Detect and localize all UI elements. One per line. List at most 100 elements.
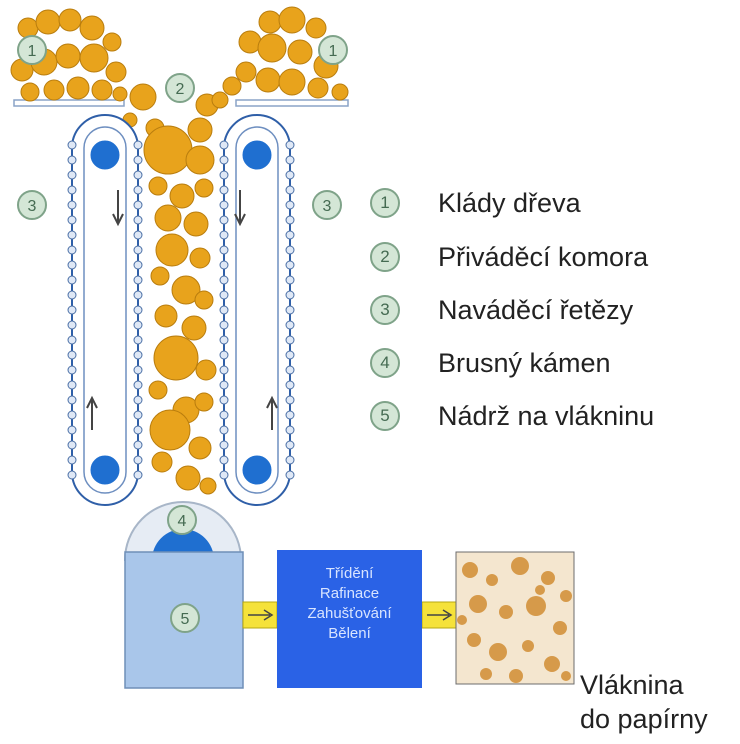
chain-link-icon [286, 336, 294, 344]
pulp-fiber-icon [499, 605, 513, 619]
chain-link-icon [134, 216, 142, 224]
chain-link-icon [220, 456, 228, 464]
log-icon [256, 68, 280, 92]
pulp-fiber-icon [467, 633, 481, 647]
log-icon [306, 18, 326, 38]
svg-text:3: 3 [323, 198, 332, 215]
transfer-arrow [243, 602, 277, 628]
chain-link-icon [286, 381, 294, 389]
output-arrow [422, 602, 456, 628]
chain-link-icon [286, 231, 294, 239]
chain-link-icon [286, 471, 294, 479]
legend-badge: 3 [370, 295, 400, 325]
log-icon [212, 92, 228, 108]
chain-link-icon [68, 336, 76, 344]
badge-3-right: 3 [313, 191, 341, 219]
log-icon [223, 77, 241, 95]
log-icon [188, 118, 212, 142]
pulp-fiber-icon [457, 615, 467, 625]
output-label: Vláknina do papírny [580, 668, 708, 736]
chain-link-icon [286, 366, 294, 374]
chain-link-icon [134, 441, 142, 449]
pulp-fiber-icon [535, 585, 545, 595]
chain-link-icon [134, 306, 142, 314]
badge-2: 2 [166, 74, 194, 102]
output-label-line: do papírny [580, 702, 708, 736]
log-icon [155, 305, 177, 327]
legend-item: 5 Nádrž na vlákninu [370, 396, 654, 436]
chain-link-icon [134, 426, 142, 434]
badge-4: 4 [168, 506, 196, 534]
processing-box: Třídění Rafinace Zahušťování Bělení [277, 550, 422, 688]
chain-link-icon [220, 216, 228, 224]
svg-text:1: 1 [329, 43, 338, 60]
log-icon [44, 80, 64, 100]
log-icon [170, 184, 194, 208]
left-bottom-roller [89, 454, 121, 486]
chain-link-icon [134, 351, 142, 359]
chain-link-icon [220, 186, 228, 194]
log-icon [151, 267, 169, 285]
left-guide-chain [68, 115, 142, 505]
chain-link-icon [134, 156, 142, 164]
pulp-fiber-icon [469, 595, 487, 613]
log-icon [92, 80, 112, 100]
chain-link-icon [220, 381, 228, 389]
log-icon [156, 234, 188, 266]
pulp-fiber-icon [480, 668, 492, 680]
log-icon [259, 11, 281, 33]
chain-link-icon [220, 321, 228, 329]
pulp-fiber-icon [561, 671, 571, 681]
log-icon [106, 62, 126, 82]
chain-link-icon [68, 201, 76, 209]
chain-link-icon [134, 321, 142, 329]
pulp-fiber-icon [560, 590, 572, 602]
pulp-fiber-icon [526, 596, 546, 616]
svg-text:2: 2 [176, 81, 185, 98]
log-icon [21, 83, 39, 101]
legend-badge: 5 [370, 401, 400, 431]
log-icon [80, 16, 104, 40]
log-icon [80, 44, 108, 72]
log-icon [130, 84, 156, 110]
legend-item: 1 Klády dřeva [370, 183, 581, 223]
chain-link-icon [220, 336, 228, 344]
chain-link-icon [68, 231, 76, 239]
log-icon [155, 205, 181, 231]
badge-1-right: 1 [319, 36, 347, 64]
right-guide-chain [220, 115, 294, 505]
chain-link-icon [68, 411, 76, 419]
chain-link-icon [220, 351, 228, 359]
chain-link-icon [286, 141, 294, 149]
log-icon [279, 69, 305, 95]
log-icon [258, 34, 286, 62]
svg-text:5: 5 [181, 611, 190, 628]
chain-link-icon [286, 426, 294, 434]
chain-link-icon [68, 441, 76, 449]
chain-link-icon [286, 351, 294, 359]
log-icon [103, 33, 121, 51]
chain-link-icon [68, 381, 76, 389]
right-bottom-roller [241, 454, 273, 486]
chain-link-icon [134, 201, 142, 209]
chain-link-icon [220, 306, 228, 314]
left-top-roller [89, 139, 121, 171]
chain-link-icon [286, 291, 294, 299]
chain-link-icon [220, 201, 228, 209]
chain-link-icon [134, 336, 142, 344]
chain-link-icon [220, 366, 228, 374]
pulp-fiber-icon [541, 571, 555, 585]
chain-link-icon [134, 381, 142, 389]
legend-label: Naváděcí řetězy [438, 295, 633, 326]
log-icon [308, 78, 328, 98]
chain-link-icon [68, 456, 76, 464]
log-icon [56, 44, 80, 68]
chain-link-icon [220, 141, 228, 149]
log-icon [279, 7, 305, 33]
chain-link-icon [220, 441, 228, 449]
chain-link-icon [220, 231, 228, 239]
legend-label: Přiváděcí komora [438, 242, 648, 273]
log-icon [149, 381, 167, 399]
chain-link-icon [134, 141, 142, 149]
pulp-fiber-icon [486, 574, 498, 586]
